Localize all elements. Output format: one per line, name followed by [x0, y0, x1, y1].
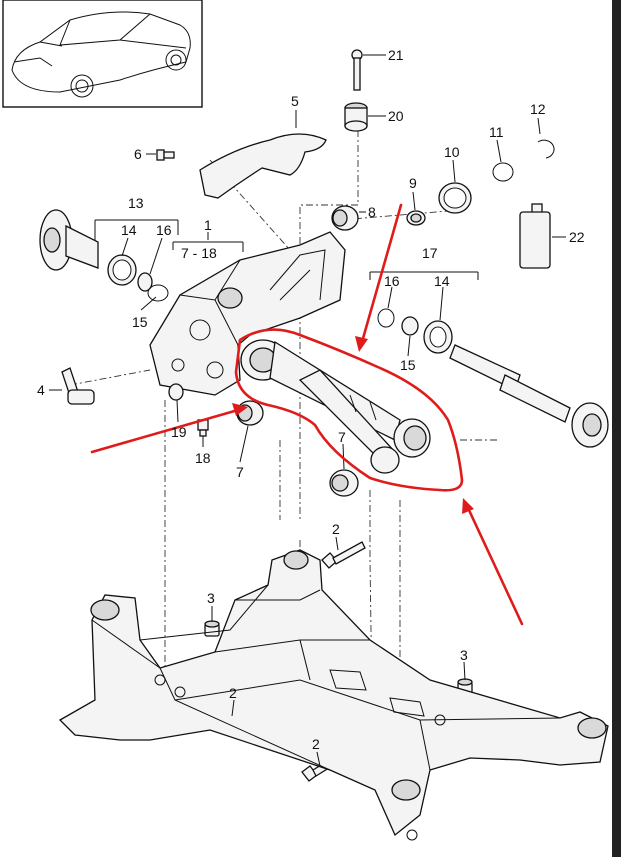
seal-14-left [107, 254, 137, 286]
callout-2-mid: 2 [229, 685, 237, 701]
leader-lines [49, 54, 566, 767]
callout-7-left: 7 [236, 464, 244, 480]
bolt-2-top [321, 541, 366, 569]
ring-15-left [147, 284, 169, 302]
callout-8: 8 [368, 204, 376, 220]
bolt-6 [156, 149, 175, 161]
ring-15-right [401, 316, 419, 336]
callout-2-bottom: 2 [312, 736, 320, 752]
bushing-7-left [236, 400, 264, 426]
callout-2-top: 2 [332, 521, 340, 537]
highlight-loop [234, 328, 464, 492]
callout-labels: 21 20 5 6 8 9 10 11 12 22 13 14 16 15 1 … [37, 47, 585, 752]
seal-10 [438, 182, 472, 214]
callout-5: 5 [291, 93, 299, 109]
vehicle-thumbnail [2, 0, 203, 108]
callout-17: 17 [422, 245, 438, 261]
oil-bottle-22 [519, 203, 551, 269]
callout-18: 18 [195, 450, 211, 466]
seal-16-left [137, 272, 153, 292]
callout-14-left: 14 [121, 222, 137, 238]
callout-7-18: 7 - 18 [181, 245, 217, 261]
callout-4: 4 [37, 382, 45, 398]
callout-15-left: 15 [132, 314, 148, 330]
callout-13: 13 [128, 195, 144, 211]
seal-9 [406, 210, 426, 226]
red-highlight-annotations [90, 203, 524, 626]
callout-1: 1 [204, 217, 212, 233]
callout-11: 11 [489, 124, 504, 140]
callout-15-right: 15 [400, 357, 416, 373]
callout-7-mid: 7 [338, 429, 346, 445]
seal-14-right [423, 320, 453, 354]
plug-19 [168, 383, 184, 401]
nut-3-left [204, 620, 220, 637]
callout-16-right: 16 [384, 273, 400, 289]
bolt-21 [351, 49, 363, 91]
sensor-4 [61, 367, 95, 405]
callout-21: 21 [388, 47, 404, 63]
callout-9: 9 [409, 175, 417, 191]
drive-shaft-17 [449, 344, 609, 448]
seal-16-right [377, 308, 395, 328]
torque-arm-assembly [240, 339, 431, 474]
callout-14-right: 14 [434, 273, 450, 289]
callout-6: 6 [134, 146, 142, 162]
differential-housing-1 [149, 231, 346, 396]
bushing-20 [344, 102, 368, 132]
o-ring-11 [492, 162, 514, 182]
flange-13 [39, 209, 99, 271]
callout-3-left: 3 [207, 590, 215, 606]
callout-19: 19 [171, 424, 187, 440]
callout-3-right: 3 [460, 647, 468, 663]
window-edge [612, 0, 621, 857]
callout-20: 20 [388, 108, 404, 124]
arrow-from-bottom-right [466, 506, 524, 626]
arrow-from-top [360, 203, 403, 344]
heat-shield-5 [199, 133, 327, 199]
callout-16-left: 16 [156, 222, 172, 238]
subframe [58, 549, 609, 841]
callout-12: 12 [530, 101, 546, 117]
arrow-from-left [90, 408, 240, 454]
callout-10: 10 [444, 144, 460, 160]
circlip-12 [537, 139, 555, 159]
bushing-7-mid [329, 469, 359, 497]
callout-22: 22 [569, 229, 585, 245]
bushing-8 [331, 205, 359, 231]
